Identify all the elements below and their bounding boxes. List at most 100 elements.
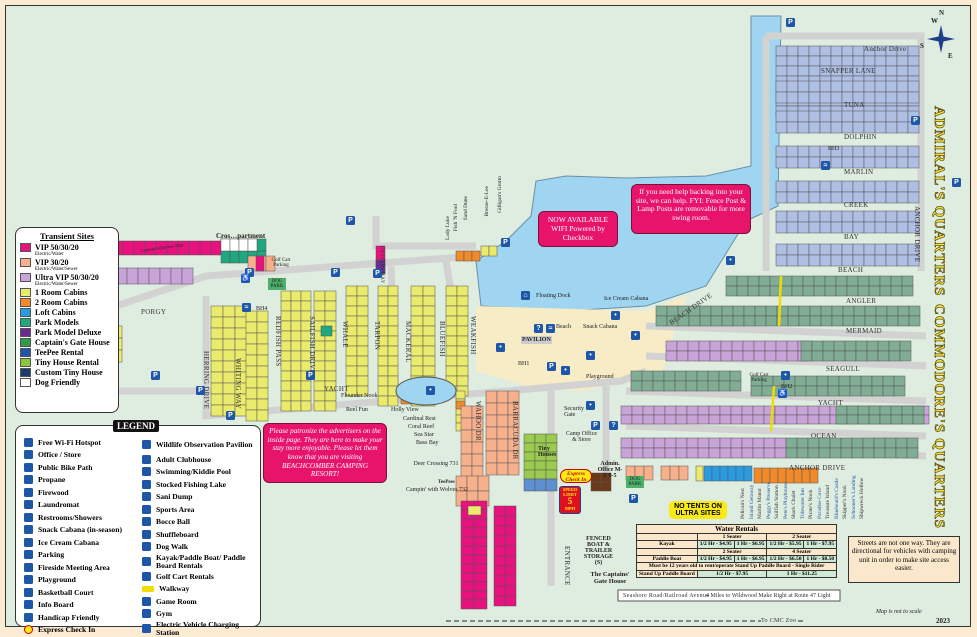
campsite[interactable] — [660, 465, 671, 481]
campsite[interactable] — [841, 243, 854, 256]
campsite[interactable] — [669, 465, 680, 481]
campsite[interactable] — [523, 433, 536, 444]
campsite[interactable] — [280, 400, 292, 412]
campsite[interactable] — [220, 238, 231, 252]
campsite[interactable] — [229, 250, 240, 264]
campsite[interactable] — [838, 385, 851, 397]
campsite[interactable] — [445, 315, 458, 327]
campsite[interactable] — [504, 575, 517, 587]
campsite[interactable] — [280, 330, 292, 342]
campsite[interactable] — [719, 437, 732, 449]
campsite[interactable] — [290, 390, 302, 402]
campsite[interactable] — [732, 305, 745, 317]
campsite[interactable] — [697, 405, 710, 416]
campsite[interactable] — [885, 210, 898, 223]
campsite[interactable] — [445, 335, 458, 347]
campsite[interactable] — [786, 191, 799, 204]
campsite[interactable] — [796, 405, 809, 416]
campsite[interactable] — [422, 285, 436, 297]
campsite[interactable] — [523, 460, 536, 471]
campsite[interactable] — [882, 385, 895, 397]
campsite[interactable] — [377, 365, 389, 377]
campsite[interactable] — [280, 290, 292, 302]
campsite[interactable] — [455, 250, 465, 262]
campsite[interactable] — [797, 80, 810, 93]
campsite[interactable] — [245, 387, 258, 400]
campsite[interactable] — [786, 221, 799, 234]
campsite[interactable] — [210, 371, 224, 384]
campsite[interactable] — [819, 80, 832, 93]
campsite[interactable] — [786, 243, 799, 256]
campsite[interactable] — [885, 121, 898, 134]
campsite[interactable] — [879, 405, 892, 416]
campsite[interactable] — [896, 254, 909, 267]
campsite[interactable] — [874, 210, 887, 223]
campsite[interactable] — [863, 80, 876, 93]
campsite[interactable] — [642, 447, 655, 459]
campsite[interactable] — [763, 414, 776, 425]
campsite[interactable] — [844, 350, 857, 362]
campsite[interactable] — [819, 55, 832, 67]
campsite[interactable] — [199, 240, 212, 256]
campsite[interactable] — [699, 315, 712, 327]
campsite[interactable] — [256, 387, 269, 400]
campsite[interactable] — [697, 437, 710, 449]
campsite[interactable] — [493, 515, 506, 527]
campsite[interactable] — [220, 250, 231, 264]
campsite[interactable] — [890, 285, 903, 297]
campsite[interactable] — [630, 370, 643, 382]
campsite[interactable] — [256, 398, 269, 411]
campsite[interactable] — [753, 350, 766, 362]
campsite[interactable] — [456, 355, 469, 367]
campsite[interactable] — [653, 437, 666, 449]
campsite[interactable] — [833, 350, 846, 362]
campsite[interactable] — [797, 221, 810, 234]
campsite[interactable] — [896, 55, 909, 67]
campsite[interactable] — [866, 350, 879, 362]
campsite[interactable] — [786, 121, 799, 134]
campsite[interactable] — [422, 335, 436, 347]
campsite[interactable] — [356, 295, 369, 307]
campsite[interactable] — [868, 285, 881, 297]
campsite[interactable] — [466, 475, 479, 492]
campsite[interactable] — [324, 370, 337, 382]
campsite[interactable] — [798, 315, 811, 327]
campsite[interactable] — [907, 156, 920, 169]
campsite[interactable] — [830, 45, 843, 57]
campsite[interactable] — [741, 437, 754, 449]
campsite[interactable] — [387, 365, 399, 377]
campsite[interactable] — [708, 405, 721, 416]
campsite[interactable] — [742, 340, 755, 352]
campsite[interactable] — [222, 338, 236, 351]
campsite[interactable] — [852, 221, 865, 234]
campsite[interactable] — [256, 409, 269, 422]
campsite[interactable] — [786, 55, 799, 67]
campsite[interactable] — [797, 191, 810, 204]
campsite[interactable] — [785, 414, 798, 425]
campsite[interactable] — [800, 350, 813, 362]
campsite[interactable] — [709, 340, 722, 352]
campsite[interactable] — [290, 340, 302, 352]
campsite[interactable] — [732, 315, 745, 327]
campsite[interactable] — [797, 45, 810, 57]
campsite[interactable] — [824, 275, 837, 287]
campsite[interactable] — [742, 350, 755, 362]
campsite[interactable] — [471, 250, 481, 262]
campsite[interactable] — [730, 414, 743, 425]
campsite[interactable] — [841, 210, 854, 223]
campsite[interactable] — [719, 405, 732, 416]
campsite[interactable] — [422, 305, 436, 317]
campsite[interactable] — [736, 275, 749, 287]
campsite[interactable] — [698, 350, 711, 362]
campsite[interactable] — [600, 481, 612, 492]
campsite[interactable] — [885, 55, 898, 67]
campsite[interactable] — [473, 518, 488, 529]
campsite[interactable] — [863, 145, 876, 158]
campsite[interactable] — [456, 375, 469, 387]
campsite[interactable] — [866, 340, 879, 352]
campsite[interactable] — [676, 350, 689, 362]
campsite[interactable] — [445, 295, 458, 307]
campsite[interactable] — [841, 110, 854, 123]
campsite[interactable] — [885, 254, 898, 267]
campsite[interactable] — [710, 315, 723, 327]
